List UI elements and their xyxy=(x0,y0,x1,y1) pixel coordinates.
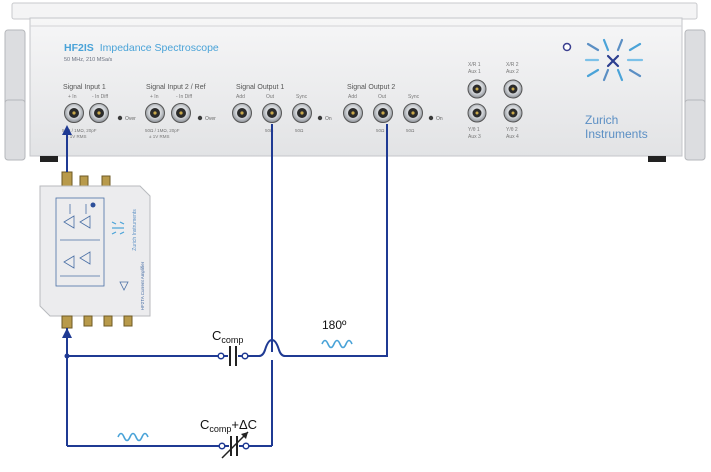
aux-label-xr1: X/R 1 xyxy=(468,62,481,68)
bnc-aux3[interactable] xyxy=(467,103,487,123)
group-label-signal-output-1: Signal Output 1 xyxy=(236,84,284,91)
label-over-1: Over xyxy=(125,116,136,122)
port-label-out2-sync: Sync xyxy=(408,94,420,100)
label-phase-180: 180º xyxy=(322,318,347,332)
aux-label-aux1: Aux 1 xyxy=(468,69,481,75)
instrument-title: HF2IS Impedance Spectroscope xyxy=(64,42,219,54)
wave-icon-inverted xyxy=(321,339,353,349)
preamp-top-connector-3[interactable] xyxy=(101,175,111,187)
input-spec-2-b: ± 1V RMS xyxy=(149,134,169,139)
left-rack-handle-top xyxy=(4,29,26,109)
foot-right xyxy=(648,156,666,162)
bnc-in1-minus[interactable] xyxy=(89,103,109,123)
capacitor-ccomp xyxy=(217,346,249,366)
preamp-schematic xyxy=(55,197,129,291)
input-spec-1-a: 50Ω / 1MΩ, 20pF xyxy=(62,128,97,133)
group-label-signal-input-1: Signal Input 1 xyxy=(63,84,106,91)
instrument-specs: 50 MHz, 210 MSa/s xyxy=(64,57,113,63)
bnc-out2-sync[interactable] xyxy=(403,103,423,123)
preamp-body xyxy=(39,185,151,317)
preamp-brand: Zurich Instruments xyxy=(132,209,138,251)
aux-label-xr2: X/R 2 xyxy=(506,62,519,68)
bnc-out1-add[interactable] xyxy=(232,103,252,123)
bnc-in1-plus[interactable] xyxy=(64,103,84,123)
right-rack-handle-bottom xyxy=(684,99,706,161)
preamp-bottom-connector-2[interactable] xyxy=(83,315,93,327)
aux-label-yt2: Y/θ 2 xyxy=(506,127,518,133)
foot-left xyxy=(40,156,58,162)
hf2is-instrument: HF2IS Impedance Spectroscope 50 MHz, 210… xyxy=(4,2,706,162)
group-label-signal-output-2: Signal Output 2 xyxy=(347,84,395,91)
port-label-in1-minus: - In Diff xyxy=(92,94,109,100)
bnc-out2-add[interactable] xyxy=(343,103,363,123)
preamp-top-connector-2[interactable] xyxy=(79,175,89,187)
port-label-in2-minus: - In Diff xyxy=(176,94,193,100)
bnc-aux4[interactable] xyxy=(503,103,523,123)
led-on-2 xyxy=(428,115,434,121)
out2-sync-impedance: 50Ω xyxy=(406,128,415,133)
aux-label-aux2: Aux 2 xyxy=(506,69,519,75)
variable-capacitor-ccomp-delta xyxy=(218,431,250,459)
preamp-led xyxy=(90,202,96,208)
wire-out2 xyxy=(285,124,388,357)
preamp-logo-icon xyxy=(111,221,125,235)
power-button[interactable] xyxy=(562,42,572,52)
group-label-signal-input-2: Signal Input 2 / Ref xyxy=(146,84,206,91)
out1-impedance: 50Ω xyxy=(265,128,274,133)
bnc-in2-minus[interactable] xyxy=(171,103,191,123)
led-on-1 xyxy=(317,115,323,121)
wire-crossover-hop xyxy=(258,338,286,357)
label-ccomp-delta: Ccomp+ΔC xyxy=(200,417,257,434)
hf2ta-preamplifier: Zurich Instruments HF2TA Current Amplifi… xyxy=(39,171,151,329)
aux-label-yt1: Y/θ 1 xyxy=(468,127,480,133)
port-label-out2-out: Out xyxy=(378,94,387,100)
port-label-in2-plus: + In xyxy=(150,94,159,100)
aux-label-aux4: Aux 4 xyxy=(506,134,519,140)
label-on-1: On xyxy=(325,116,332,122)
junction-nodes xyxy=(64,353,70,359)
bnc-aux2[interactable] xyxy=(503,79,523,99)
wave-icon-signal xyxy=(117,432,149,442)
preamp-bottom-connector-1[interactable] xyxy=(61,315,73,329)
label-on-2: On xyxy=(436,116,443,122)
arrow-into-preamp xyxy=(62,328,72,338)
input-spec-2-a: 50Ω / 1MΩ, 20pF xyxy=(145,128,180,133)
chassis-lid xyxy=(11,2,698,20)
wiring xyxy=(66,124,388,447)
bnc-in2-plus[interactable] xyxy=(145,103,165,123)
arrow-into-input1 xyxy=(62,125,72,135)
port-label-out1-sync: Sync xyxy=(296,94,308,100)
zurich-instruments-logo-icon xyxy=(584,38,644,82)
bnc-out1-sync[interactable] xyxy=(292,103,312,123)
preamp-bottom-connector-3[interactable] xyxy=(103,315,113,327)
out1-sync-impedance: 50Ω xyxy=(295,128,304,133)
brand-line-1: Zurich xyxy=(585,113,618,127)
preamp-top-connector-1[interactable] xyxy=(61,171,73,187)
led-over-1 xyxy=(117,115,123,121)
label-ccomp: Ccomp xyxy=(212,328,243,345)
right-rack-handle-top xyxy=(684,29,706,109)
bnc-aux1[interactable] xyxy=(467,79,487,99)
bnc-out1-out[interactable] xyxy=(262,103,282,123)
aux-label-aux3: Aux 3 xyxy=(468,134,481,140)
brand-line-2: Instruments xyxy=(585,127,648,141)
input-spec-1-b: ± 1V RMS xyxy=(66,134,86,139)
preamp-bottom-connector-4[interactable] xyxy=(123,315,133,327)
bnc-out2-out[interactable] xyxy=(373,103,393,123)
out2-impedance: 50Ω xyxy=(376,128,385,133)
port-label-in1-plus: + In xyxy=(68,94,77,100)
port-label-out1-out: Out xyxy=(266,94,275,100)
led-over-2 xyxy=(197,115,203,121)
port-label-out1-add: Add xyxy=(236,94,245,100)
preamp-model: HF2TA Current Amplifier xyxy=(140,261,145,310)
port-label-out2-add: Add xyxy=(348,94,357,100)
label-over-2: Over xyxy=(205,116,216,122)
front-panel xyxy=(29,17,683,157)
left-rack-handle-bottom xyxy=(4,99,26,161)
